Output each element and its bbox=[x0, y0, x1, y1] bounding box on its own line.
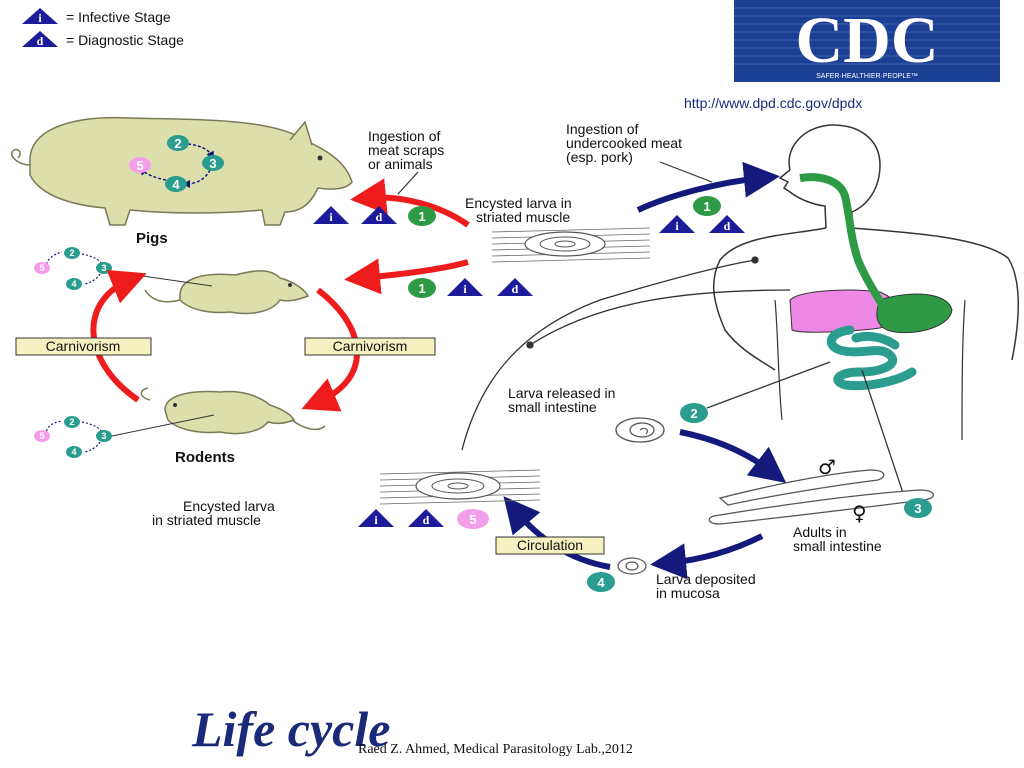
adults-label: Adults in small intestine bbox=[793, 524, 882, 554]
rat-arrow-d: d bbox=[512, 282, 519, 296]
male-symbol: ♂ bbox=[818, 455, 836, 479]
larva-released-stage-2: 2 bbox=[690, 406, 697, 421]
pig-arrow-d: d bbox=[376, 210, 383, 224]
human-arrow-stage-1: 1 bbox=[703, 199, 710, 214]
adults-stage-3: 3 bbox=[914, 501, 921, 516]
cdc-logo-letters: CDC bbox=[796, 4, 939, 77]
rat-top-illustration bbox=[121, 270, 310, 315]
larva-released-label: Larva released in small intestine bbox=[508, 385, 615, 415]
encysted-bottom-label: Encysted larva in striated muscle bbox=[152, 498, 275, 528]
legend-infective: i = Infective Stage bbox=[22, 8, 171, 25]
rat-bottom-stage-4: 4 bbox=[71, 447, 76, 457]
pig-internal-cycle: 2 3 4 5 bbox=[129, 135, 224, 192]
pointer-lines bbox=[461, 256, 905, 497]
legend-diagnostic-text: = Diagnostic Stage bbox=[66, 32, 184, 48]
muscle-tissue-bottom bbox=[379, 469, 541, 505]
rat-top-cycle: 2 3 4 5 bbox=[34, 247, 112, 290]
encysted-bottom-line1: Encysted larva bbox=[183, 498, 275, 514]
ingestion-meat-line2: undercooked meat bbox=[566, 135, 682, 151]
legend-diagnostic-symbol: d bbox=[37, 34, 44, 48]
legend-infective-symbol: i bbox=[38, 11, 42, 25]
pig-stage-5: 5 bbox=[136, 158, 143, 173]
encysted-bottom-stage-5: 5 bbox=[469, 512, 476, 527]
rat-bottom-stage-2: 2 bbox=[69, 417, 74, 427]
ingestion-scraps-line3: or animals bbox=[368, 156, 433, 172]
rat-top-stage-2: 2 bbox=[69, 248, 74, 258]
pig-arrow-stage-markers: i d 1 bbox=[313, 206, 436, 226]
stage-3-marker bbox=[904, 498, 932, 518]
larva-released-line1: Larva released in bbox=[508, 385, 615, 401]
human-figure bbox=[712, 124, 1020, 441]
stage-2-marker bbox=[680, 403, 708, 423]
ingestion-scraps-label: Ingestion of meat scraps or animals bbox=[368, 128, 444, 172]
rodents-label: Rodents bbox=[175, 449, 235, 466]
pigs-label: Pigs bbox=[136, 230, 168, 247]
rat-arrow-stage-1: 1 bbox=[418, 281, 425, 296]
rat-bottom-cycle: 2 3 4 5 bbox=[34, 416, 112, 458]
larva-released-icon bbox=[615, 417, 665, 443]
ingestion-scraps-line1: Ingestion of bbox=[368, 128, 440, 144]
rat-bottom-illustration bbox=[111, 387, 326, 437]
adults-line1: Adults in bbox=[793, 524, 847, 540]
larva-deposited-icon bbox=[617, 557, 647, 575]
circulation-label: Circulation bbox=[517, 537, 583, 553]
infective-triangle-icon bbox=[22, 8, 58, 24]
larva-deposited-line1: Larva deposited bbox=[656, 571, 756, 587]
encysted-bottom-i: i bbox=[374, 513, 378, 527]
rat-arrow-i: i bbox=[463, 282, 467, 296]
rat-top-stage-5: 5 bbox=[39, 263, 44, 273]
red-arrows-top bbox=[344, 171, 470, 295]
encysted-top-label: Encysted larva in striated muscle bbox=[465, 195, 572, 225]
slide-credit: Raed Z. Ahmed, Medical Parasitology Lab.… bbox=[358, 742, 633, 757]
encysted-bottom-stage-markers: i d 5 bbox=[358, 509, 489, 529]
rat-bottom-stage-3: 3 bbox=[101, 431, 106, 441]
larva-deposited-line2: in mucosa bbox=[656, 585, 720, 601]
slide-title: Life cycle bbox=[192, 701, 391, 757]
ingestion-meat-line1: Ingestion of bbox=[566, 121, 638, 137]
rat-arrow-stage-markers: 1 i d bbox=[408, 278, 533, 298]
human-arrow-stage-markers: 1 i d bbox=[659, 196, 745, 233]
ingestion-scraps-line2: meat scraps bbox=[368, 142, 444, 158]
pig-illustration bbox=[11, 116, 353, 226]
adult-worms-icon bbox=[708, 469, 934, 525]
ingestion-arrow-human bbox=[636, 161, 780, 213]
larva-deposited-stage-4: 4 bbox=[597, 575, 605, 590]
pig-stage-3: 3 bbox=[209, 156, 216, 171]
carnivorism-right-label: Carnivorism bbox=[333, 338, 408, 354]
rat-bottom-stage-5: 5 bbox=[39, 431, 44, 441]
legend-infective-text: = Infective Stage bbox=[66, 9, 171, 25]
cdc-url: http://www.dpd.cdc.gov/dpdx bbox=[684, 95, 862, 111]
ingestion-meat-line3: (esp. pork) bbox=[566, 149, 633, 165]
adults-line2: small intestine bbox=[793, 538, 882, 554]
encysted-bottom-line2: in striated muscle bbox=[152, 512, 261, 528]
carnivorism-left-box: Carnivorism bbox=[15, 337, 152, 356]
legend: i = Infective Stage d = Diagnostic Stage bbox=[22, 8, 184, 48]
carnivorism-left-label: Carnivorism bbox=[46, 338, 121, 354]
stage-4-marker bbox=[587, 572, 615, 592]
diagnostic-triangle-icon bbox=[22, 31, 58, 47]
larva-deposited-label: Larva deposited in mucosa bbox=[656, 571, 756, 601]
rat-top-stage-4: 4 bbox=[71, 279, 76, 289]
rat-top-stage-3: 3 bbox=[101, 263, 106, 273]
muscle-tissue-top bbox=[491, 227, 651, 263]
pig-stage-2: 2 bbox=[174, 136, 181, 151]
pig-arrow-i: i bbox=[329, 210, 333, 224]
cdc-logo: CDC SAFER·HEALTHIER·PEOPLE™ bbox=[734, 0, 1000, 82]
legend-diagnostic: d = Diagnostic Stage bbox=[22, 31, 184, 48]
encysted-bottom-d: d bbox=[423, 513, 430, 527]
carnivorism-right-box: Carnivorism bbox=[304, 337, 436, 356]
cdc-tagline: SAFER·HEALTHIER·PEOPLE™ bbox=[816, 73, 918, 80]
ingestion-meat-label: Ingestion of undercooked meat (esp. pork… bbox=[566, 121, 682, 165]
larva-released-line2: small intestine bbox=[508, 399, 597, 415]
female-symbol: ♀ bbox=[852, 501, 867, 525]
human-arrow-d: d bbox=[724, 219, 731, 233]
human-arrow-i: i bbox=[675, 219, 679, 233]
circulation-box: Circulation bbox=[495, 536, 605, 555]
encysted-top-line1: Encysted larva in bbox=[465, 195, 572, 211]
encysted-top-line2: striated muscle bbox=[476, 209, 570, 225]
pig-arrow-stage-1: 1 bbox=[418, 209, 425, 224]
pig-stage-4: 4 bbox=[172, 177, 180, 192]
